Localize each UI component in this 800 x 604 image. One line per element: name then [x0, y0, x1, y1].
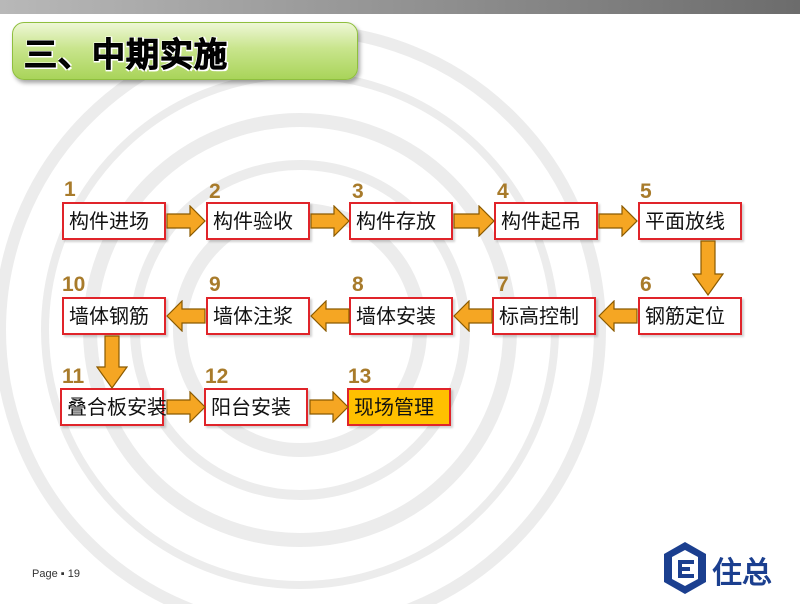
arrow-right-icon [310, 205, 350, 237]
page-number: 19 [67, 568, 80, 580]
step-box-5: 平面放线 [638, 202, 742, 240]
step-number: 7 [497, 273, 509, 296]
title-banner [12, 22, 358, 80]
step-box-1: 构件进场 [62, 202, 166, 240]
step-box-3: 构件存放 [349, 202, 453, 240]
step-number: 5 [640, 180, 652, 203]
arrow-left-icon [453, 300, 493, 332]
step-box-4: 构件起吊 [494, 202, 598, 240]
company-logo-icon [664, 542, 706, 594]
company-logo-text: 住总 [712, 556, 772, 591]
top-gradient-bar [0, 0, 800, 14]
step-number: 13 [348, 365, 372, 388]
step-number: 2 [209, 180, 221, 203]
page-indicator: Page ▪ 19 [32, 568, 80, 580]
step-number: 1 [64, 178, 76, 201]
step-box-10: 墙体钢筋 [62, 297, 166, 335]
step-box-2: 构件验收 [206, 202, 310, 240]
step-box-11: 叠合板安装 [60, 388, 167, 426]
arrow-right-icon [309, 391, 349, 423]
arrow-left-icon [598, 300, 638, 332]
arrow-left-icon [310, 300, 350, 332]
step-number: 3 [352, 180, 364, 203]
slide-title: 三、中期实施 [24, 35, 228, 75]
step-number: 12 [205, 365, 229, 388]
step-number: 6 [640, 273, 652, 296]
step-number: 9 [209, 273, 221, 296]
arrow-right-icon [453, 205, 495, 237]
arrow-left-icon [166, 300, 206, 332]
arrow-right-icon [166, 205, 206, 237]
step-number: 4 [497, 180, 509, 203]
page-label: Page [32, 568, 58, 580]
step-box-12: 阳台安装 [204, 388, 308, 426]
bullet-icon: ▪ [60, 568, 65, 580]
step-box-7: 标高控制 [492, 297, 596, 335]
arrow-down-icon [96, 335, 128, 389]
arrow-right-icon [166, 391, 206, 423]
step-number: 11 [62, 365, 85, 388]
step-box-8: 墙体安装 [349, 297, 453, 335]
step-box-13: 现场管理 [347, 388, 451, 426]
arrow-down-icon [692, 240, 724, 296]
step-number: 10 [62, 273, 86, 296]
arrow-right-icon [598, 205, 638, 237]
step-box-6: 钢筋定位 [638, 297, 742, 335]
step-box-9: 墙体注浆 [206, 297, 310, 335]
step-number: 8 [352, 273, 364, 296]
